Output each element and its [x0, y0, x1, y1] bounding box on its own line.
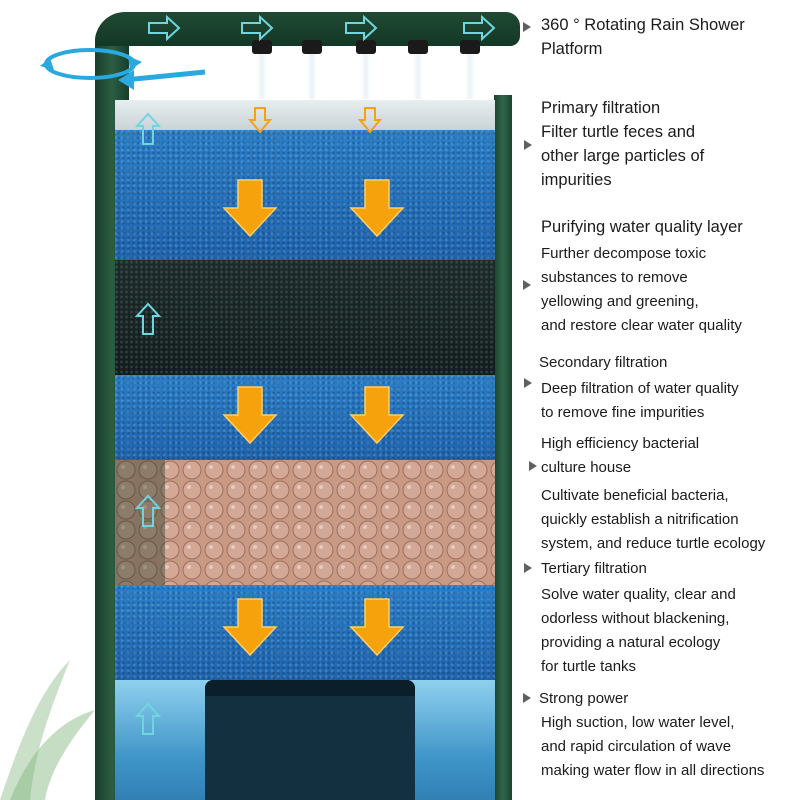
- water-stream: [307, 54, 317, 99]
- tertiary-sponge-layer: [115, 585, 495, 680]
- bacterial-body-line3: system, and reduce turtle ecology: [541, 535, 766, 552]
- tertiary-body-line1: Solve water quality, clear and: [541, 586, 736, 603]
- top-tray: [115, 100, 495, 130]
- water-stream: [465, 54, 475, 99]
- secondary-sponge-layer: [115, 375, 495, 460]
- secondary-body-line1: Deep filtration of water quality: [541, 380, 739, 397]
- pump: [205, 680, 415, 800]
- secondary-body-line2: to remove fine impurities: [541, 404, 705, 421]
- water-stream: [257, 54, 267, 99]
- bacterial-title-line2: culture house: [541, 459, 632, 476]
- purifying-body-line1: Further decompose toxic: [541, 245, 707, 262]
- housing-frame: [494, 95, 512, 800]
- triangle-marker-icon: [524, 563, 532, 573]
- carbon-layer: [115, 260, 495, 375]
- primary-title: Primary filtration: [541, 99, 661, 117]
- triangle-marker-icon: [529, 461, 537, 471]
- tertiary-body-line3: providing a natural ecology: [541, 634, 721, 651]
- bacterial-title-line1: High efficiency bacterial: [541, 435, 700, 452]
- bacterial-body-line1: Cultivate beneficial bacteria,: [541, 487, 729, 504]
- nozzle: [460, 40, 480, 54]
- power-body-line3: making water flow in all directions: [541, 762, 765, 779]
- secondary-title: Secondary filtration: [539, 354, 668, 371]
- triangle-marker-icon: [523, 22, 531, 32]
- rain-shower-title-line1: 360 ° Rotating Rain Shower: [541, 16, 745, 34]
- pump-cap: [205, 680, 415, 696]
- ceramic-ring-layer: [115, 460, 495, 585]
- purifying-body-line4: and restore clear water quality: [541, 317, 742, 334]
- nozzle: [408, 40, 428, 54]
- ceramic-rings: [115, 460, 495, 585]
- power-title: Strong power: [539, 690, 629, 707]
- purifying-title: Purifying water quality layer: [541, 218, 743, 236]
- nozzle: [356, 40, 376, 54]
- tertiary-body-line2: odorless without blackening,: [541, 610, 730, 627]
- primary-body-line3: impurities: [541, 171, 612, 189]
- tertiary-title: Tertiary filtration: [541, 560, 647, 577]
- rain-shower-title-line2: Platform: [541, 40, 603, 58]
- purifying-body-line2: substances to remove: [541, 269, 688, 286]
- primary-sponge-layer: [115, 130, 495, 260]
- rotation-arrows-icon: [40, 48, 206, 90]
- plant-leaves: [0, 660, 95, 800]
- power-body-line2: and rapid circulation of wave: [541, 738, 732, 755]
- power-body-line1: High suction, low water level,: [541, 714, 735, 731]
- triangle-marker-icon: [523, 693, 531, 703]
- triangle-marker-icon: [524, 378, 532, 388]
- tertiary-body-line4: for turtle tanks: [541, 658, 637, 675]
- nozzle: [302, 40, 322, 54]
- triangle-marker-icon: [524, 140, 532, 150]
- primary-body-line2: other large particles of: [541, 147, 705, 165]
- water-stream: [413, 54, 423, 99]
- primary-body-line1: Filter turtle feces and: [541, 123, 696, 141]
- water-stream: [361, 54, 371, 99]
- nozzle: [252, 40, 272, 54]
- bacterial-body-line2: quickly establish a nitrification: [541, 511, 739, 528]
- triangle-marker-icon: [523, 280, 531, 290]
- purifying-body-line3: yellowing and greening,: [541, 293, 699, 310]
